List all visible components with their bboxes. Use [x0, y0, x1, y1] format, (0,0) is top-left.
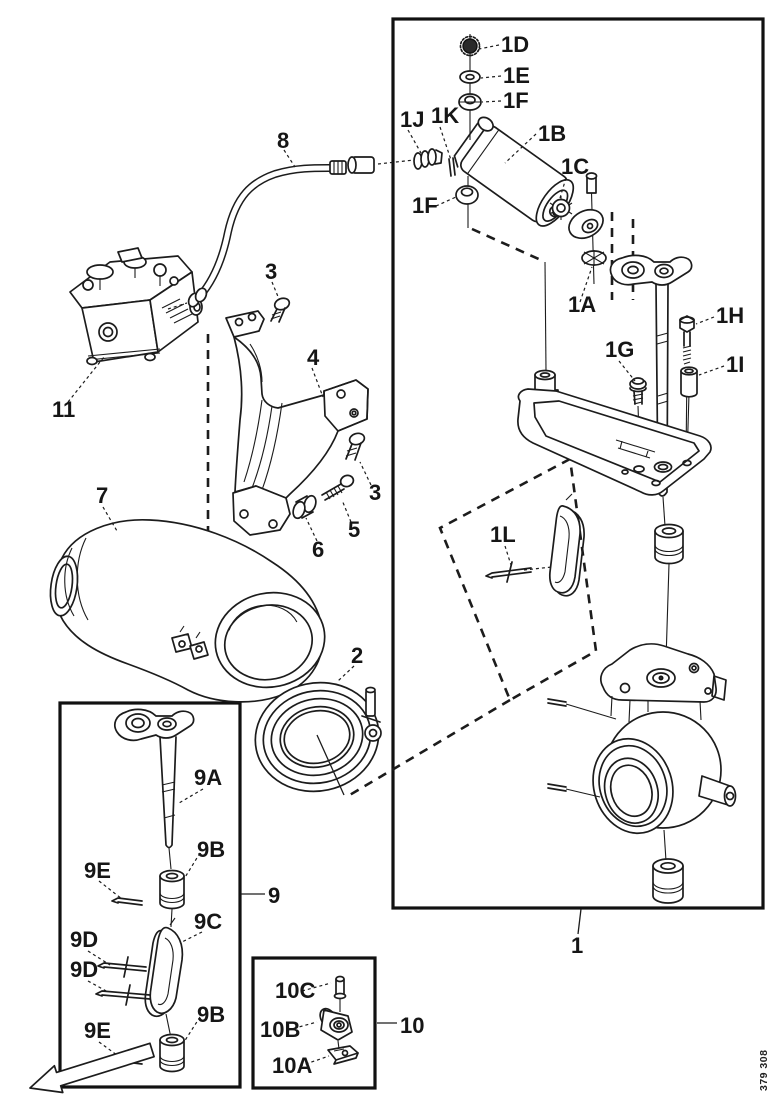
- label-1j: 1J: [400, 107, 424, 132]
- label-9b-upper: 9B: [197, 837, 225, 862]
- label-1f-top: 1F: [503, 88, 529, 113]
- label-4: 4: [307, 345, 320, 370]
- label-10c: 10C: [275, 978, 315, 1003]
- part-10c-pin: [333, 975, 347, 1000]
- part-9b-bushing-upper: [159, 869, 185, 910]
- axis-lines: [165, 34, 690, 1050]
- part-7-elbow: [49, 518, 326, 703]
- label-1b: 1B: [538, 121, 566, 146]
- part-1c-nut: [549, 196, 573, 220]
- drawing-number: 379 308: [758, 1050, 770, 1091]
- part-8-hose: [167, 156, 415, 310]
- label-6: 6: [312, 537, 324, 562]
- label-1i: 1I: [726, 352, 744, 377]
- part-9b-bushing-lower: [159, 1033, 185, 1073]
- part-9d-pin-lower: [95, 984, 151, 1006]
- label-9: 9: [268, 883, 280, 908]
- part-mounting-plate: [517, 388, 712, 496]
- part-2-clamp: [254, 681, 382, 796]
- part-1l-pin: [485, 561, 532, 583]
- label-1h: 1H: [716, 303, 744, 328]
- part-9c-gasket: [144, 917, 184, 1018]
- label-10: 10: [400, 1013, 424, 1038]
- part-10a-clip: [327, 1045, 359, 1065]
- leader-lines: [67, 44, 725, 1067]
- part-bushing-bottom: [652, 858, 684, 904]
- part-4-bracket: [225, 310, 369, 536]
- part-3-bolt-upper: [270, 297, 291, 323]
- label-9e-lower: 9E: [84, 1018, 111, 1043]
- label-1: 1: [571, 933, 583, 958]
- label-1k: 1K: [431, 103, 459, 128]
- part-1h-bolt: [679, 315, 695, 365]
- label-1c: 1C: [561, 154, 589, 179]
- part-3-bolt-lower: [345, 432, 366, 461]
- label-7: 7: [96, 483, 108, 508]
- label-2: 2: [351, 643, 363, 668]
- label-9d-upper: 9D: [70, 927, 98, 952]
- label-9e-upper: 9E: [84, 858, 111, 883]
- label-9c: 9C: [194, 909, 222, 934]
- label-5: 5: [348, 517, 360, 542]
- part-1j-fitting: [413, 148, 443, 170]
- part-1g-bolt: [629, 377, 647, 405]
- inset-frame-10: [251, 956, 377, 1090]
- label-9d-lower: 9D: [70, 957, 98, 982]
- label-1l: 1L: [490, 522, 516, 547]
- part-1a-valve: [568, 172, 607, 266]
- label-10a: 10A: [272, 1053, 312, 1078]
- label-9a: 9A: [194, 765, 222, 790]
- callout-labels: 1D 1E 1F 1J 1K 1B 1C 1F 1A 1G 1H 1I 1L 1…: [52, 32, 744, 1078]
- part-1e-washer: [459, 70, 481, 84]
- part-1f-grommet-side: [455, 185, 479, 205]
- part-10b-switch: [319, 1007, 353, 1041]
- label-1e: 1E: [503, 63, 530, 88]
- label-3-upper: 3: [265, 259, 277, 284]
- part-gasket-strip: [548, 493, 585, 597]
- direction-arrow-icon: [29, 1042, 155, 1094]
- label-1g: 1G: [605, 337, 634, 362]
- part-bushing-mid: [654, 523, 684, 565]
- label-10b: 10B: [260, 1017, 300, 1042]
- main-assembly-frame: [391, 17, 765, 910]
- label-11: 11: [52, 397, 75, 422]
- label-1f-side: 1F: [412, 193, 438, 218]
- part-1i-spacer: [680, 366, 698, 398]
- part-1f-grommet-top: [458, 93, 482, 111]
- label-8: 8: [277, 128, 289, 153]
- part-valve-casting: [547, 643, 737, 835]
- label-9b-lower: 9B: [197, 1002, 225, 1027]
- label-3-lower: 3: [369, 480, 381, 505]
- part-9d-pin-upper: [97, 956, 147, 978]
- inset-frame-9: [58, 701, 242, 1089]
- label-1d: 1D: [501, 32, 529, 57]
- part-9a-shaft: [114, 708, 195, 849]
- part-9e-pin-upper: [111, 897, 143, 906]
- part-1k-clip: [448, 157, 456, 177]
- part-5-screw: [321, 474, 355, 501]
- part-11-pump: [69, 247, 203, 366]
- part-6-spacer: [292, 494, 317, 520]
- label-1a: 1A: [568, 292, 596, 317]
- part-1d-nut: [459, 35, 481, 57]
